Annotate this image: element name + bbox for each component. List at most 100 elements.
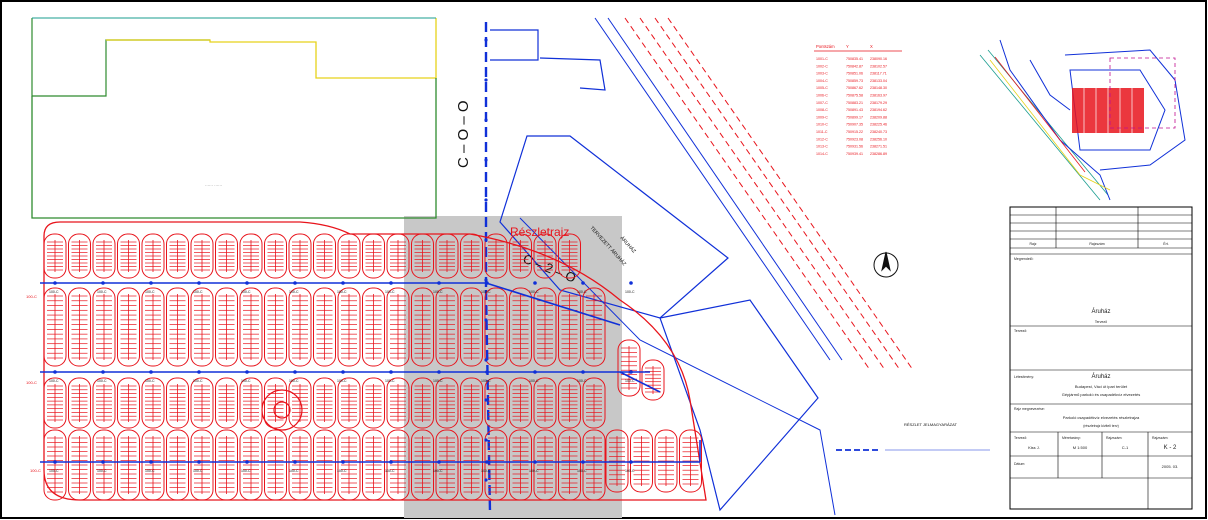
svg-text:100-C: 100-C xyxy=(97,469,107,473)
tb-project-title: Áruház xyxy=(1091,308,1110,315)
svg-text:100-C: 100-C xyxy=(577,290,587,294)
stall-block xyxy=(190,377,214,429)
svg-text:100-C: 100-C xyxy=(145,469,155,473)
manhole-node xyxy=(53,281,57,285)
svg-text:100-C: 100-C xyxy=(529,379,539,383)
tb-cell-label-3: Ért. xyxy=(1163,241,1168,246)
svg-text:100-C: 100-C xyxy=(193,469,203,473)
stall-block xyxy=(558,377,581,429)
tb-bottom-v2: M 1:500 xyxy=(1073,445,1088,450)
tb-bottom-h4: Rajzszám: xyxy=(1152,436,1168,440)
svg-text:100-C: 100-C xyxy=(337,379,347,383)
stall-block xyxy=(92,287,116,367)
stall-block xyxy=(411,377,434,429)
canal-node xyxy=(484,318,488,322)
svg-text:100-C: 100-C xyxy=(481,469,491,473)
coord-table-cell: 750891.43 xyxy=(846,108,863,112)
tb-bottom-v4: K - 2 xyxy=(1164,445,1177,451)
canal-node xyxy=(484,38,488,42)
coord-table-cell: 750939.41 xyxy=(846,152,863,156)
manhole-node xyxy=(341,370,345,374)
manhole-node xyxy=(485,370,489,374)
svg-text:100-C: 100-C xyxy=(193,379,203,383)
canal-node xyxy=(484,238,488,242)
coord-table-cell: 1012-C xyxy=(816,137,828,141)
svg-text:100-C: 100-C xyxy=(433,469,443,473)
svg-text:100-C: 100-C xyxy=(30,468,41,473)
coord-table-cell: 1011-C xyxy=(816,130,828,134)
stall-block xyxy=(313,287,336,367)
svg-text:100-C: 100-C xyxy=(337,290,347,294)
manhole-node xyxy=(293,460,297,464)
stall-block xyxy=(43,377,67,429)
manhole-node xyxy=(149,281,153,285)
coord-table-cell: 1006-C xyxy=(816,94,828,98)
coord-table-cell: 238225.46 xyxy=(870,123,887,127)
canal-node xyxy=(484,358,488,362)
stall-block xyxy=(166,377,189,429)
coord-table-header: Y xyxy=(846,44,849,49)
svg-text:100-C: 100-C xyxy=(625,469,635,473)
manhole-node xyxy=(101,370,105,374)
stall-block xyxy=(68,429,91,501)
stall-block xyxy=(288,287,312,367)
tb-object-label: Létesítmény: xyxy=(1014,375,1034,379)
svg-text:100-C: 100-C xyxy=(289,469,299,473)
coord-table-cell: 238286.89 xyxy=(870,152,887,156)
tb-drawing-title: Parkoló csapadékvíz elvezetés részletraj… xyxy=(1063,415,1140,420)
stall-block xyxy=(117,233,140,279)
canal-node xyxy=(484,278,488,282)
stall-block xyxy=(92,233,116,279)
stall-block xyxy=(509,233,532,279)
svg-text:100-C: 100-C xyxy=(193,290,203,294)
stall-block xyxy=(411,287,434,367)
canal-node xyxy=(484,478,488,482)
stall-block xyxy=(460,377,483,429)
coord-table-cell: 1008-C xyxy=(816,108,828,112)
manhole-node xyxy=(149,370,153,374)
coord-table-cell: 1009-C xyxy=(816,115,828,119)
tb-drawing-label: Rajz megnevezése: xyxy=(1014,407,1045,411)
svg-text:100-C: 100-C xyxy=(97,290,107,294)
manhole-node xyxy=(581,281,585,285)
coord-table-header: Pontszám xyxy=(816,44,835,49)
tb-bottom-v1: Kiss J. xyxy=(1028,445,1040,450)
stall-block xyxy=(582,429,606,501)
stall-block xyxy=(141,233,165,279)
manhole-node xyxy=(437,281,441,285)
parking-stalls xyxy=(43,221,707,501)
left-pipe-tags: 100-C 100-C 100-C xyxy=(26,294,41,473)
stall-block xyxy=(239,233,263,279)
coord-table-cell: 750851.06 xyxy=(846,72,863,76)
manhole-node xyxy=(293,281,297,285)
manhole-node xyxy=(149,460,153,464)
plot-outline: …… …… xyxy=(31,17,437,219)
manhole-node xyxy=(389,460,393,464)
stall-block xyxy=(288,233,312,279)
manhole-node xyxy=(437,370,441,374)
building-outline xyxy=(490,29,819,512)
manhole-node xyxy=(197,460,201,464)
stall-block xyxy=(460,287,483,367)
stall-block xyxy=(313,377,336,429)
stall-block xyxy=(141,377,165,429)
manhole-node xyxy=(437,460,441,464)
tb-section-label: Tervező: xyxy=(1014,329,1027,333)
stall-block xyxy=(215,377,238,429)
stall-block xyxy=(264,233,287,279)
manhole-node xyxy=(533,281,537,285)
canal-node xyxy=(484,118,488,122)
coord-table-cell: 1007-C xyxy=(816,101,828,105)
stall-block xyxy=(239,377,263,429)
coord-table-cell: 750931.56 xyxy=(846,145,863,149)
manhole-node xyxy=(629,370,633,374)
tb-cell-label-1: Rajz xyxy=(1029,242,1036,246)
manhole-node xyxy=(629,460,633,464)
tb-object-line1: Budapest, Váci út ipari terület xyxy=(1075,384,1128,389)
stall-block xyxy=(313,233,336,279)
stall-block xyxy=(484,233,508,279)
coord-table-cell: 750875.58 xyxy=(846,94,863,98)
stall-block xyxy=(68,233,91,279)
stall-block xyxy=(484,377,508,429)
tb-object-name: Áruház xyxy=(1091,373,1110,380)
